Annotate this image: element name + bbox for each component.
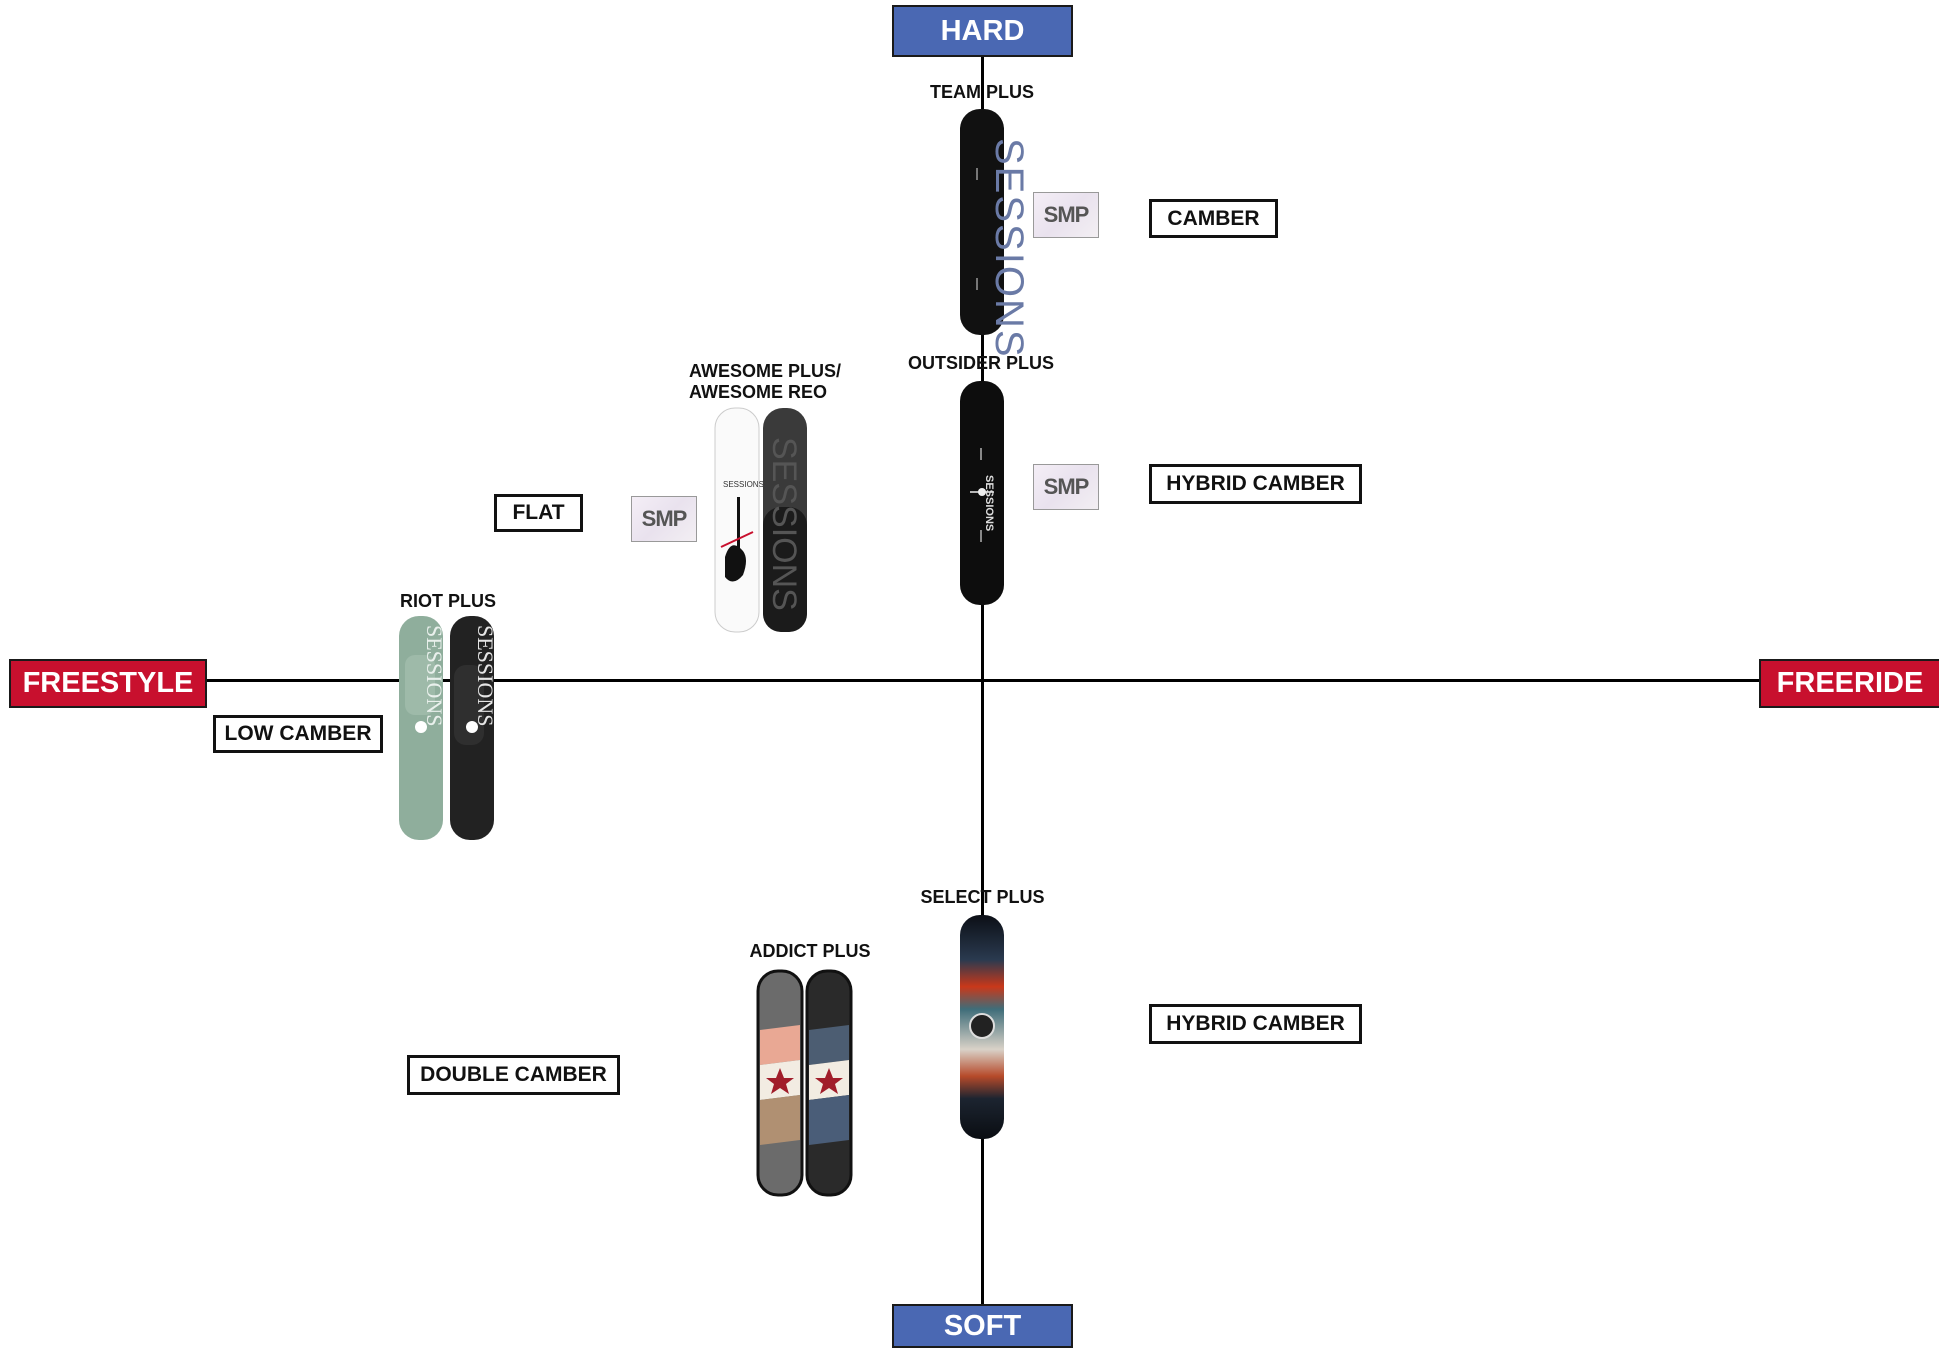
smp-logo-team-plus: SMP	[1033, 192, 1099, 238]
profile-box-hybrid-camber-top: HYBRID CAMBER	[1149, 464, 1362, 504]
addict-plus-board-blue	[805, 969, 853, 1197]
profile-box-hybrid-camber-bottom: HYBRID CAMBER	[1149, 1004, 1362, 1044]
svg-text:SESSIONS: SESSIONS	[987, 138, 1031, 359]
svg-text:SESSIONS: SESSIONS	[422, 625, 447, 726]
board-label-team-plus: TEAM PLUS	[929, 82, 1034, 102]
board-label-riot-plus: RIOT PLUS	[399, 591, 496, 611]
profile-box-camber: CAMBER	[1149, 199, 1278, 238]
outsider-plus-board: SESSIONS	[960, 381, 1004, 605]
board-label-addict-plus: ADDICT PLUS	[749, 941, 871, 961]
awesome-reo-board: SESSIONS	[763, 408, 807, 632]
svg-text:SESSIONS: SESSIONS	[983, 475, 995, 531]
smp-logo-awesome: SMP	[631, 496, 697, 542]
axis-label-soft: SOFT	[892, 1304, 1073, 1348]
riot-plus-board-green: SESSIONS	[399, 616, 447, 840]
awesome-plus-board: SESSIONS	[714, 407, 764, 633]
profile-box-low-camber: LOW CAMBER	[213, 715, 383, 753]
board-label-select-plus: SELECT PLUS	[920, 887, 1045, 907]
board-label-awesome: AWESOME PLUS/ AWESOME REO	[689, 361, 842, 402]
svg-text:SESSIONS: SESSIONS	[473, 625, 498, 726]
addict-plus-board-brown	[756, 969, 804, 1197]
riot-plus-board-black: SESSIONS	[450, 616, 498, 840]
horizontal-axis-line	[205, 679, 1760, 682]
select-plus-board	[960, 915, 1004, 1139]
axis-label-freestyle: FREESTYLE	[9, 659, 207, 708]
smp-logo-outsider-plus: SMP	[1033, 464, 1099, 510]
profile-box-double-camber: DOUBLE CAMBER	[407, 1055, 620, 1095]
svg-text:SESSIONS: SESSIONS	[723, 480, 764, 489]
profile-box-flat: FLAT	[494, 494, 583, 532]
axis-label-freeride: FREERIDE	[1759, 659, 1939, 708]
team-plus-board: SESSIONS	[960, 109, 1031, 359]
board-label-outsider-plus: OUTSIDER PLUS	[907, 353, 1054, 373]
svg-text:SESSIONS: SESSIONS	[765, 437, 803, 611]
axis-label-hard: HARD	[892, 5, 1073, 57]
